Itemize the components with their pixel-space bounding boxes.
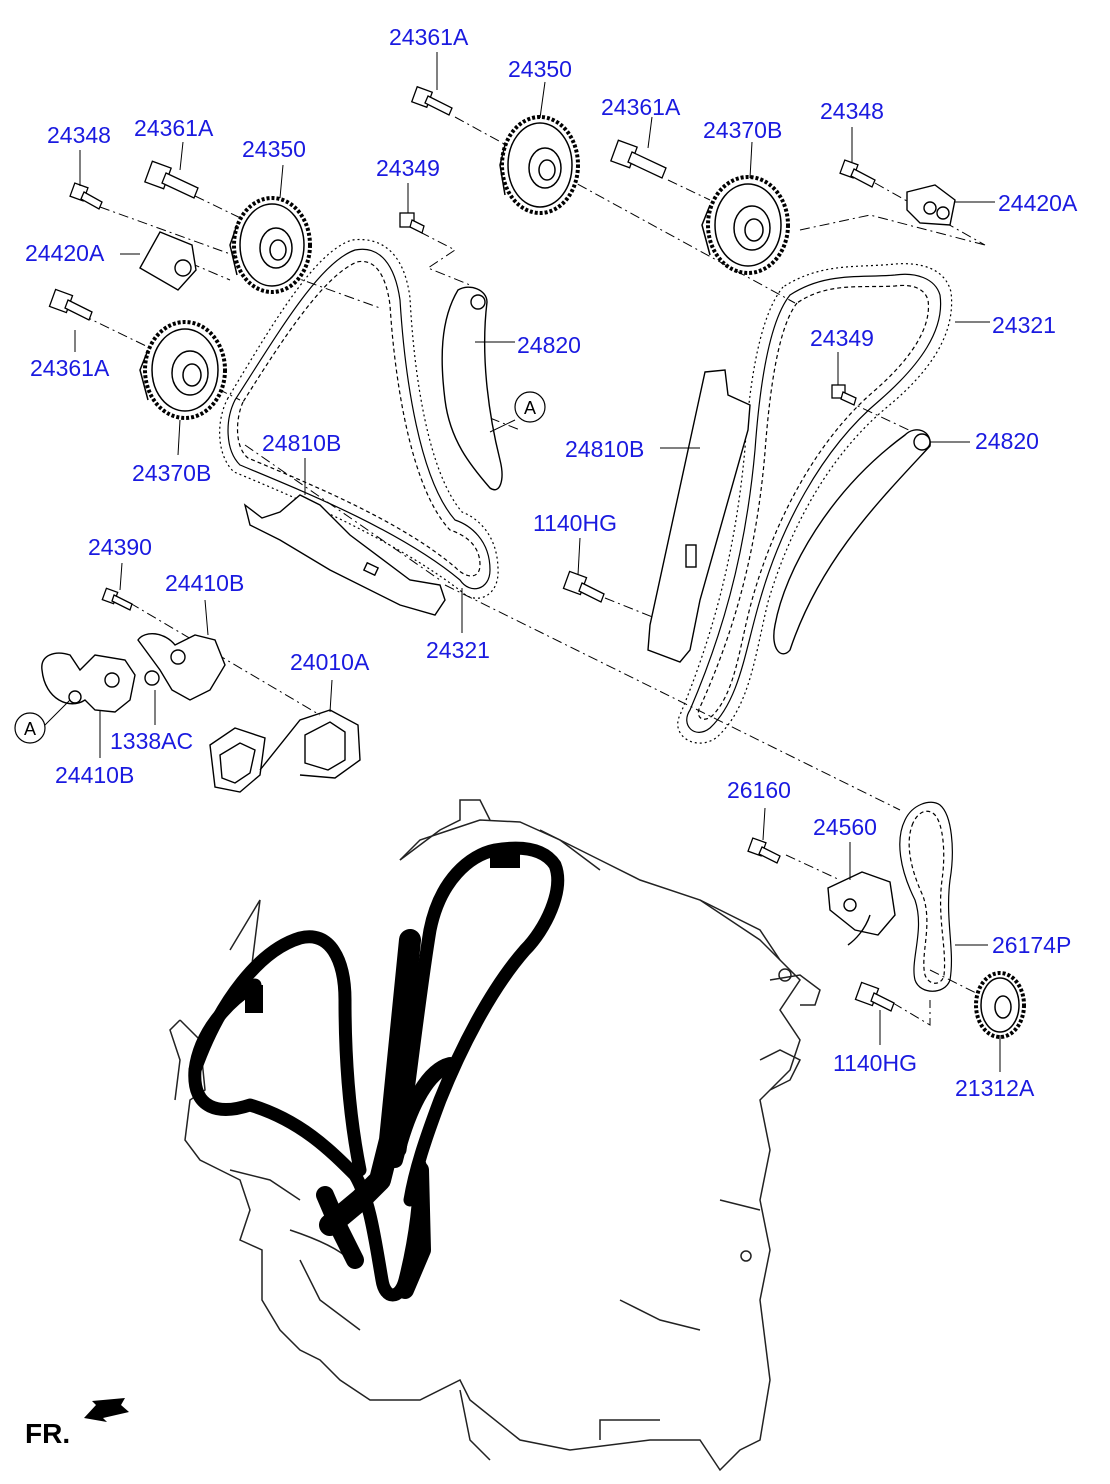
- part-label-26174P[interactable]: 26174P: [992, 932, 1072, 958]
- svg-text:A: A: [524, 398, 536, 418]
- part-label-24410B[interactable]: 24410B: [55, 762, 135, 788]
- part-label-24349[interactable]: 24349: [376, 155, 440, 181]
- label-leaders: [44, 52, 1001, 1072]
- part-label-1338AC[interactable]: 1338AC: [110, 728, 194, 754]
- part-label-24420A[interactable]: 24420A: [998, 190, 1078, 216]
- part-label-24420A[interactable]: 24420A: [25, 240, 105, 266]
- bolts: [48, 85, 895, 1012]
- installed-timing-chain: [188, 841, 565, 1302]
- engine-block-outline: [169, 799, 821, 1472]
- chain-guides-24820: [441, 286, 931, 655]
- crank-sprocket-21312A: [974, 971, 1026, 1039]
- part-label-24361A[interactable]: 24361A: [30, 355, 110, 381]
- part-label-24350[interactable]: 24350: [242, 136, 306, 162]
- part-label-24321[interactable]: 24321: [992, 312, 1056, 338]
- part-label-24370B[interactable]: 24370B: [703, 117, 783, 143]
- part-label-24361A[interactable]: 24361A: [389, 24, 469, 50]
- cam-sprocket-24350-left: [229, 196, 312, 294]
- part-label-24820[interactable]: 24820: [517, 332, 581, 358]
- cam-sprocket-24370B-top: [701, 175, 790, 275]
- callout-a-upper: A: [514, 391, 546, 423]
- cam-sprocket-24370B-left: [139, 320, 227, 420]
- part-label-1140HG[interactable]: 1140HG: [533, 510, 617, 536]
- part-label-24010A[interactable]: 24010A: [290, 649, 370, 675]
- timing-chain-left: [219, 238, 499, 599]
- chain-tensioners: [41, 633, 896, 946]
- timing-chain-right: [677, 263, 953, 744]
- chain-guides-24810B: [243, 369, 751, 663]
- part-label-24361A[interactable]: 24361A: [134, 115, 214, 141]
- part-label-24390[interactable]: 24390: [88, 534, 152, 560]
- part-label-24410B[interactable]: 24410B: [165, 570, 245, 596]
- part-label-24560[interactable]: 24560: [813, 814, 877, 840]
- callout-a-lower: A: [14, 712, 46, 744]
- tensioner-gasket-24010A: [209, 709, 361, 793]
- svg-text:A: A: [24, 719, 36, 739]
- part-label-24361A[interactable]: 24361A: [601, 94, 681, 120]
- part-label-24820[interactable]: 24820: [975, 428, 1039, 454]
- cam-sprocket-24350-top: [499, 115, 580, 215]
- part-label-24350[interactable]: 24350: [508, 56, 572, 82]
- part-label-26160[interactable]: 26160: [727, 777, 791, 803]
- part-label-21312A[interactable]: 21312A: [955, 1075, 1035, 1101]
- part-label-24348[interactable]: 24348: [820, 98, 884, 124]
- part-label-24349[interactable]: 24349: [810, 325, 874, 351]
- part-label-24810B[interactable]: 24810B: [262, 430, 342, 456]
- part-label-24370B[interactable]: 24370B: [132, 460, 212, 486]
- part-label-24810B[interactable]: 24810B: [565, 436, 645, 462]
- part-label-24348[interactable]: 24348: [47, 122, 111, 148]
- front-direction-arrow-icon: [84, 1398, 129, 1422]
- timing-chain-oil-pump: [899, 801, 953, 992]
- front-marker-label: FR.: [25, 1418, 71, 1449]
- camshaft-caps: [139, 184, 956, 291]
- part-label-24321[interactable]: 24321: [426, 637, 490, 663]
- part-label-1140HG[interactable]: 1140HG: [833, 1050, 917, 1076]
